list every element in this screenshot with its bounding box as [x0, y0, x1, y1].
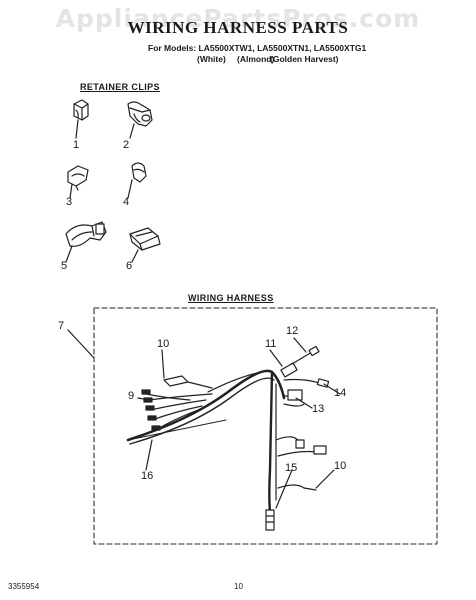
- callout-9: 9: [128, 390, 135, 402]
- retainer-clips-heading: RETAINER CLIPS: [80, 82, 160, 92]
- callout-5: 5: [61, 260, 68, 272]
- retainer-clip-4-drawing: [127, 162, 147, 199]
- callout-10-bottom: 10: [334, 460, 347, 472]
- callout-12: 12: [286, 325, 299, 337]
- callout-10-top: 10: [157, 338, 170, 350]
- retainer-clip-6-drawing: [129, 227, 161, 263]
- retainer-clip-1-drawing: [73, 99, 89, 139]
- callout-11: 11: [265, 338, 277, 350]
- callout-4: 4: [123, 196, 130, 208]
- callout-2: 2: [123, 139, 130, 151]
- color-white: (White): [197, 54, 226, 64]
- callout-7: 7: [58, 320, 65, 332]
- callout-14: 14: [334, 387, 347, 399]
- page-title: WIRING HARNESS PARTS: [127, 18, 349, 37]
- harness-bundle-drawing: [126, 345, 330, 531]
- callout-3: 3: [66, 196, 73, 208]
- callout-15: 15: [285, 462, 298, 474]
- retainer-clip-3-drawing: [67, 165, 89, 199]
- retainer-clip-5-drawing: [65, 221, 107, 263]
- callout-13: 13: [312, 403, 325, 415]
- document-number: 3355954: [8, 582, 40, 591]
- callout-6: 6: [126, 260, 133, 272]
- color-almond: (Almond): [237, 54, 275, 64]
- watermark: AppliancePartsPros.com: [55, 4, 421, 33]
- callout-1: 1: [73, 139, 80, 151]
- wiring-harness-heading: WIRING HARNESS: [188, 293, 274, 303]
- page-number: 10: [234, 582, 243, 591]
- retainer-clip-2-drawing: [127, 101, 153, 139]
- callout-16: 16: [141, 470, 154, 482]
- models-line: For Models: LA5500XTW1, LA5500XTN1, LA55…: [148, 43, 367, 53]
- color-golden-harvest: (Golden Harvest): [270, 54, 339, 64]
